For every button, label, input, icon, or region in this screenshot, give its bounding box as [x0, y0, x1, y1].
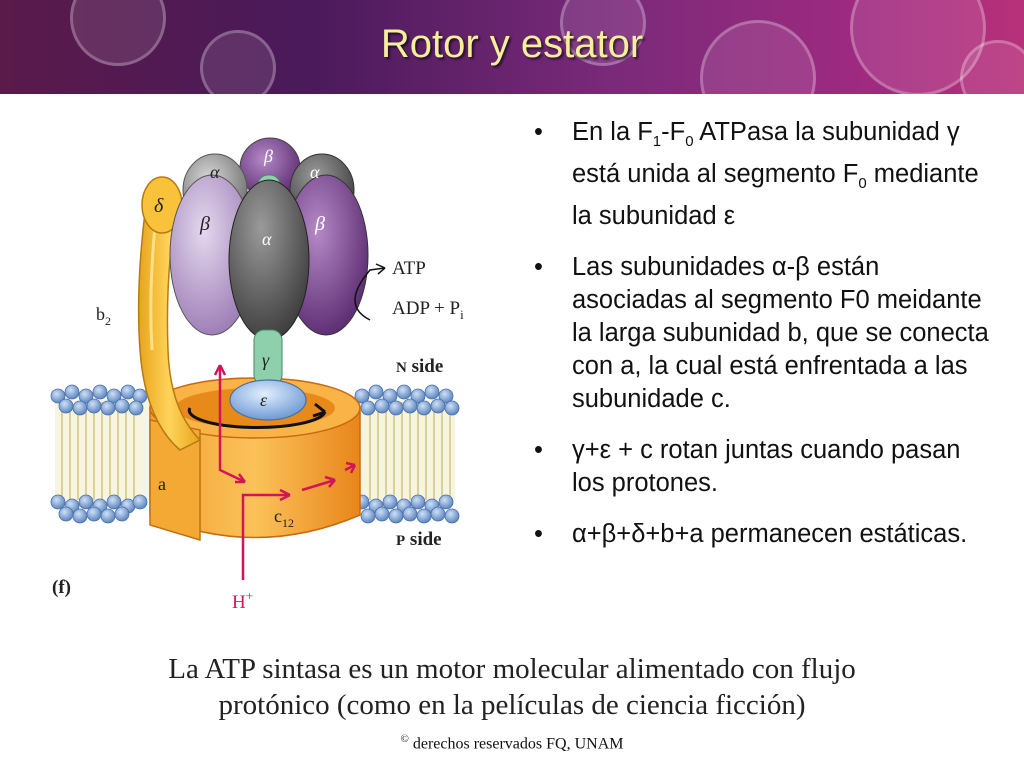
bullet-marker: •: [534, 253, 543, 282]
bullet-text: α+β+δ+b+a permanecen estáticas.: [572, 520, 968, 549]
label-n-side: N side: [396, 356, 443, 377]
title-banner: Rotor y estator: [0, 0, 1024, 94]
subscript: 1: [652, 133, 662, 151]
label-alpha: α: [210, 162, 220, 182]
bullet-text: En la F: [572, 118, 653, 146]
caption: La ATP sintasa es un motor molecular ali…: [0, 651, 1024, 723]
f1-head: [169, 137, 369, 346]
label-b2: b2: [96, 304, 111, 328]
label-epsilon: ε: [260, 390, 268, 410]
label-atp: ATP: [392, 258, 426, 279]
subscript: 0: [685, 133, 694, 151]
label-p-side: P side: [396, 529, 442, 550]
subunit-epsilon: [229, 379, 307, 421]
label-h-plus: H+: [232, 588, 253, 613]
bullet-item: • Las subunidades α-β están asociadas al …: [530, 251, 1000, 416]
atp-arrow: [354, 267, 386, 321]
caption-line-1: La ATP sintasa es un motor molecular ali…: [168, 653, 856, 685]
copyright-symbol: ©: [400, 733, 409, 745]
label-beta-left: β: [199, 213, 210, 235]
bullet-item: •En la F1-F0 ATPasa la subunidad γ está …: [530, 116, 1000, 233]
atp-synthase-diagram: α α β β β α δ γ ε b2 a c12 ATP ADP + Pi …: [50, 137, 464, 613]
bullet-marker: •: [534, 118, 543, 146]
bullet-item: • γ+ε + c rotan juntas cuando pasan los p…: [530, 434, 1000, 500]
label-beta-right: β: [314, 213, 325, 235]
label-beta-top: β: [263, 146, 273, 166]
bullet-text: γ+ε + c rotan juntas cuando pasan los pr…: [572, 436, 961, 498]
label-gamma: γ: [262, 350, 270, 370]
bullet-text: -F: [661, 118, 686, 146]
subscript: 0: [858, 175, 867, 193]
atp-synthase-figure: α α β β β α δ γ ε b2 a c12 ATP ADP + Pi …: [40, 130, 500, 620]
bullet-list: •En la F1-F0 ATPasa la subunidad γ está …: [530, 116, 1000, 569]
label-alpha-center: α: [262, 229, 272, 249]
label-delta: δ: [154, 195, 164, 217]
slide-title: Rotor y estator: [380, 22, 644, 66]
caption-line-2: protónico (como en la películas de cienc…: [218, 689, 806, 721]
bullet-text: ATPasa la subunidad γ está unida al segm…: [572, 118, 960, 189]
label-f: (f): [52, 577, 71, 598]
bullet-item: • α+β+δ+b+a permanecen estáticas.: [530, 518, 1000, 551]
label-c12: c12: [274, 506, 294, 530]
bokeh-decoration: [560, 0, 646, 66]
proton-path-arrows: [213, 364, 357, 580]
bokeh-decoration: [200, 30, 276, 94]
label-adp-pi: ADP + Pi: [392, 298, 464, 322]
label-a: a: [158, 474, 166, 494]
bullet-text: mediante la subunidad ε: [572, 160, 979, 231]
copyright: © derechos reservados FQ, UNAM: [0, 733, 1024, 753]
bullet-text: Las subunidades α-β están asociadas al s…: [572, 253, 989, 414]
bullet-marker: •: [534, 520, 543, 549]
bullet-marker: •: [534, 436, 543, 465]
label-alpha-right: α: [310, 162, 320, 182]
copyright-text: derechos reservados FQ, UNAM: [408, 735, 624, 753]
